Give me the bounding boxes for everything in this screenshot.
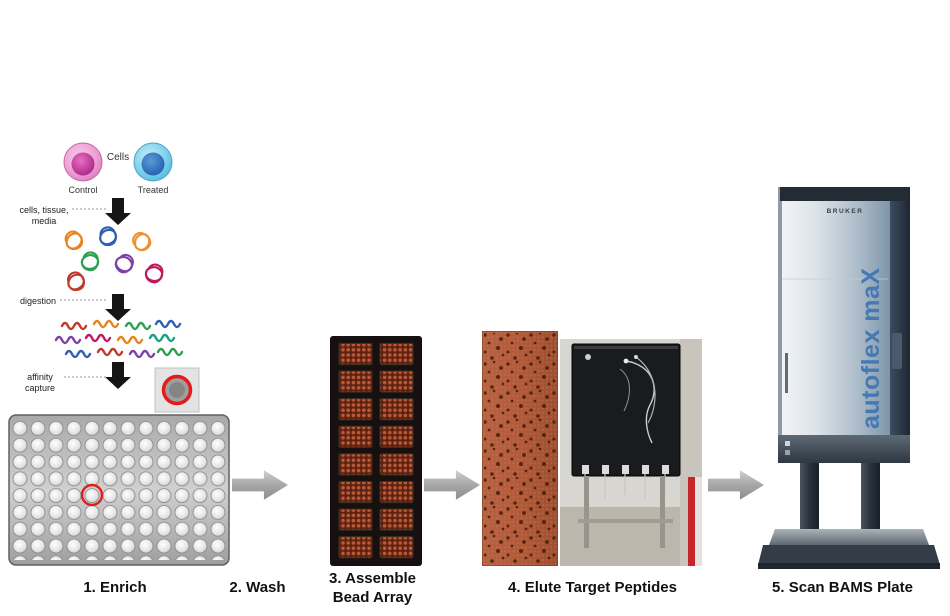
caption-step1: 1. Enrich: [83, 579, 147, 596]
eluted-array-spots: [484, 333, 556, 564]
eluted-array-image: [482, 331, 558, 566]
caption-step2: 2. Wash: [229, 579, 286, 596]
down-arrow-icon-1: [105, 198, 131, 225]
instrument-tower: [778, 187, 910, 463]
down-arrow-icon-3: [105, 362, 131, 389]
instrument-model-label: autoflex maX: [857, 267, 885, 429]
plate-wells: [11, 420, 227, 560]
stage-label-digestion: digestion: [20, 296, 56, 306]
red-circle-annotation-plate: [80, 483, 104, 507]
cells-illustration: [63, 142, 173, 182]
bead-closeup-image: [154, 367, 200, 413]
stage-label-cells-tissue-line2: media: [32, 216, 57, 226]
white-stripe-pole: [695, 477, 702, 566]
caption-step5: 5. Scan BAMS Plate: [772, 579, 913, 596]
down-arrow-icon-2: [105, 294, 131, 321]
stage-label-affinity-line1: affinity: [27, 372, 53, 382]
peptides-illustration: [54, 319, 184, 359]
stage-label-cells-tissue-line1: cells, tissue,: [19, 205, 68, 215]
control-label: Control: [68, 185, 97, 195]
instrument-table-frame: [578, 476, 673, 548]
photo-floor: [560, 507, 702, 566]
stage-label-affinity-line2: capture: [25, 383, 55, 393]
cells-label: Cells: [107, 152, 129, 163]
wash-arrow-icon: [232, 470, 288, 500]
elution-device-box: [571, 343, 681, 499]
mass-spectrometer-image: BRUKER autoflex maX: [758, 187, 940, 569]
red-circle-annotation-bead: [161, 374, 193, 406]
bead-array-image: [330, 336, 422, 566]
caption-step3-line2: Bead Array: [332, 588, 413, 606]
instrument-stand: [758, 463, 940, 569]
proteins-illustration: [64, 224, 168, 293]
caption-step4: 4. Elute Target Peptides: [508, 579, 677, 596]
brand-logo-text: BRUKER: [827, 208, 864, 215]
caption-step3-line1: 3. Assemble: [329, 570, 416, 587]
bead-array-blocks: [330, 342, 422, 563]
red-stripe-pole: [688, 477, 695, 566]
well-plate-image: [8, 414, 230, 566]
enrichment-flow-diagram: Cells Control Treated cells, tissue, med…: [19, 142, 200, 413]
elution-instrument-image: [560, 339, 702, 566]
assemble-to-elute-arrow-icon: [424, 470, 480, 500]
caption-step3: 3. Assemble Bead Array: [300, 570, 445, 608]
treated-label: Treated: [138, 185, 169, 195]
